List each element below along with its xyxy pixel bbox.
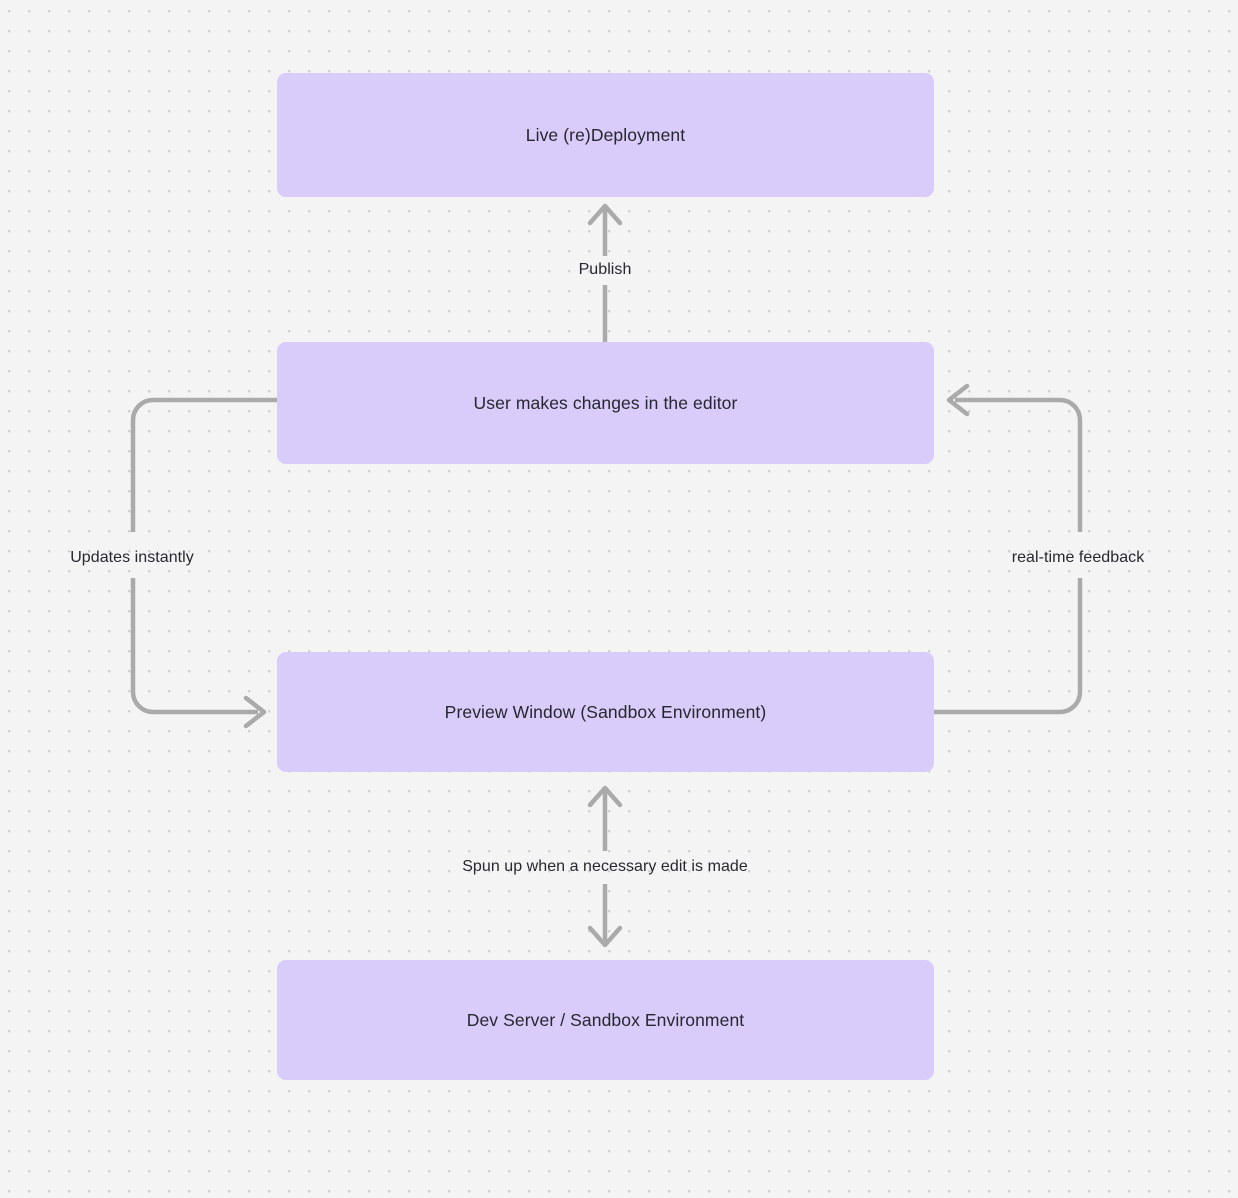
edge-label-publish: Publish: [578, 261, 632, 278]
node-label: Dev Server / Sandbox Environment: [466, 1009, 745, 1030]
node-user-edits[interactable]: User makes changes in the editor: [277, 342, 934, 464]
node-label: Live (re)Deployment: [525, 124, 686, 145]
edge-label-real-time-feedback: real-time feedback: [1011, 549, 1145, 566]
node-live-deployment[interactable]: Live (re)Deployment: [277, 73, 934, 197]
node-label: User makes changes in the editor: [473, 392, 738, 413]
node-label: Preview Window (Sandbox Environment): [444, 701, 767, 722]
edge-label-spun-up: Spun up when a necessary edit is made: [462, 858, 748, 875]
edge-label-updates-instantly: Updates instantly: [70, 549, 194, 566]
node-dev-server[interactable]: Dev Server / Sandbox Environment: [277, 960, 934, 1080]
node-preview-window[interactable]: Preview Window (Sandbox Environment): [277, 652, 934, 772]
